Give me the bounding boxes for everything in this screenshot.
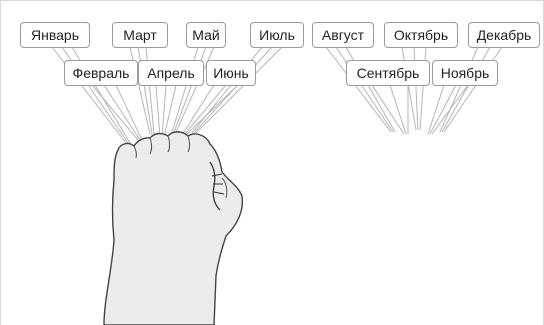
month-label-june: Июнь — [206, 60, 256, 86]
month-label-november: Ноябрь — [432, 60, 498, 86]
leader-lines — [51, 46, 503, 144]
month-label-january: Январь — [20, 22, 90, 48]
month-label-september: Сентябрь — [346, 60, 430, 86]
month-label-may: Май — [186, 22, 226, 48]
month-label-december: Декабрь — [468, 22, 540, 48]
month-label-october: Октябрь — [384, 22, 458, 48]
left-fist-icon — [103, 131, 244, 325]
month-label-april: Апрель — [138, 60, 204, 86]
month-label-august: Август — [312, 22, 374, 48]
month-label-march: Март — [112, 22, 168, 48]
month-label-july: Июль — [250, 22, 304, 48]
frame-top-border — [0, 0, 544, 1]
month-label-february: Февраль — [64, 60, 138, 86]
frame-left-border — [0, 0, 1, 325]
